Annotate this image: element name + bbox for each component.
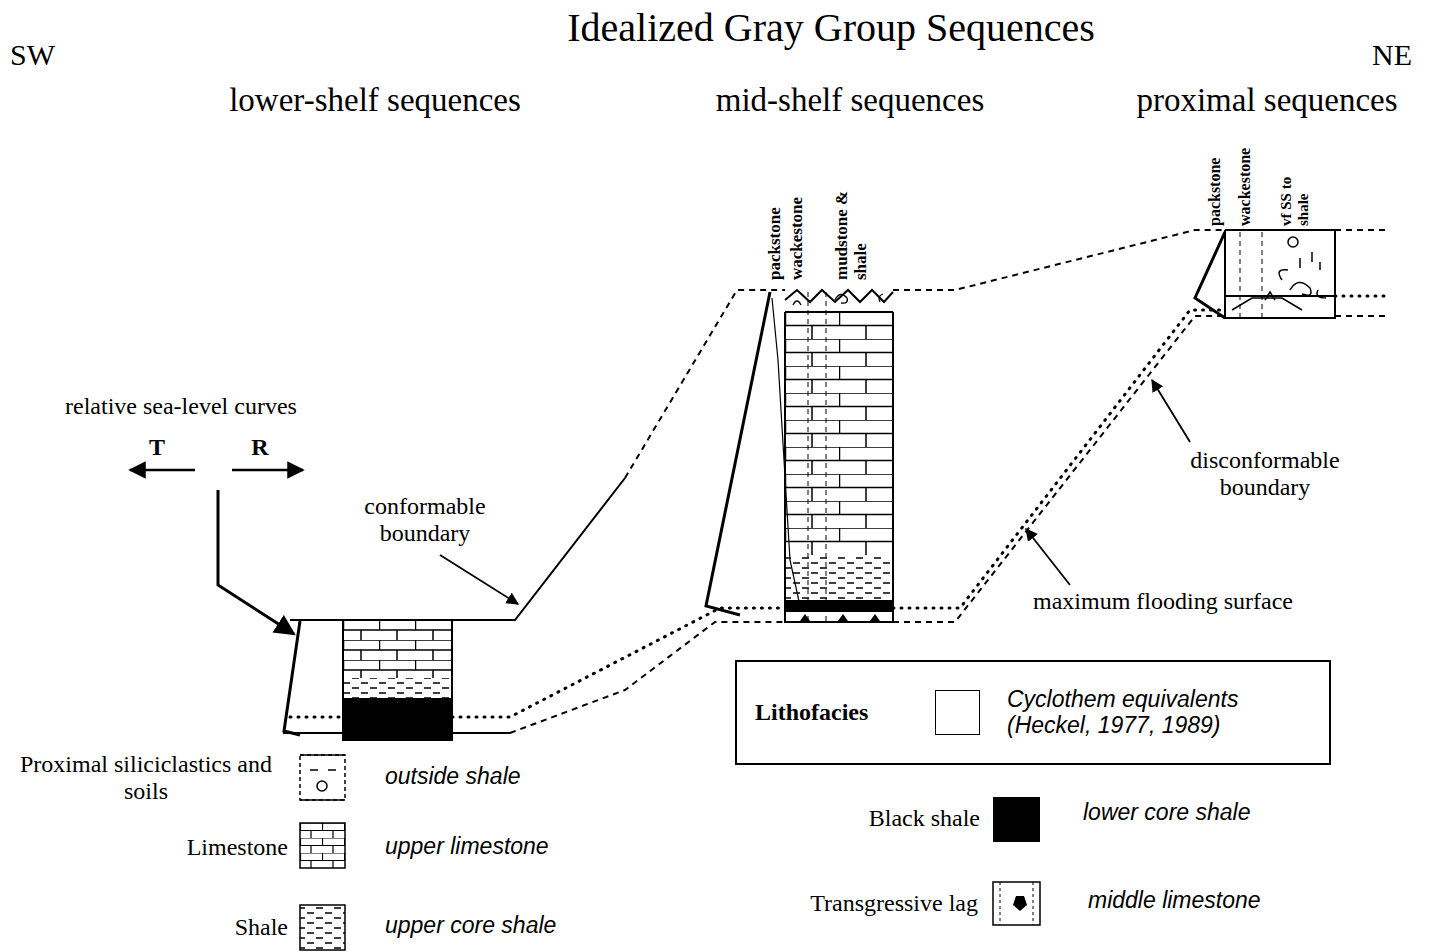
sea-level-curve <box>1195 232 1225 318</box>
regression-arrow <box>232 469 303 472</box>
shale-bed <box>785 555 893 600</box>
legend-text: Black shale <box>869 805 980 832</box>
section-heading: proximal sequences <box>1136 82 1397 119</box>
legend-swatches <box>300 755 1040 950</box>
direction-label: SW <box>10 38 55 72</box>
limestone-swatch <box>300 823 345 868</box>
callout-label: maximum flooding surface <box>1028 588 1298 615</box>
lag-swatch <box>993 882 1040 925</box>
facies-label: packstone <box>765 170 784 280</box>
callout-label: disconformable boundary <box>1165 447 1365 501</box>
facies-divider <box>1240 232 1262 318</box>
siliciclastic-symbols <box>1232 252 1326 310</box>
legend-heading: Lithofacies <box>755 699 868 726</box>
lower-shelf-column <box>343 620 452 740</box>
facies-label: wackestone <box>787 170 806 280</box>
legend-text: Proximal siliciclastics and soils <box>4 751 288 805</box>
swatch-detail <box>317 781 327 791</box>
legend-text: Transgressive lag <box>810 890 978 917</box>
shale-bed <box>343 678 452 698</box>
facies-label: vf SS to shale <box>1278 162 1312 226</box>
sequence-boundary <box>625 230 1390 478</box>
direction-label: NE <box>1372 38 1412 72</box>
column-outline <box>343 620 452 740</box>
lag-clasts <box>800 614 880 621</box>
curve-caption: relative sea-level curves <box>65 393 297 420</box>
leader-arrow <box>440 555 518 604</box>
facies-label: wackestone <box>1236 126 1254 226</box>
cyclothem-name: middle limestone <box>1088 888 1261 914</box>
column-outline <box>1225 230 1335 318</box>
legend-text: Shale <box>235 914 288 941</box>
cyclothem-name: upper limestone <box>385 834 549 860</box>
maximum-flooding-surface <box>290 296 1390 717</box>
limestone-bed <box>785 312 893 555</box>
legend-box: Lithofacies Cyclothem equivalents (Heckel… <box>735 660 1331 765</box>
title: Idealized Gray Group Sequences <box>567 6 1095 51</box>
leader-arrow <box>1026 529 1070 585</box>
fossil-symbol <box>793 294 883 305</box>
soil-nodule <box>1288 237 1298 247</box>
proximal-column <box>1225 230 1335 318</box>
column-outline <box>785 290 893 622</box>
swatch-detail <box>1013 896 1027 911</box>
swatch-detail <box>1000 882 1033 925</box>
siliciclastic-swatch <box>300 755 345 800</box>
facies-label: mudstone & shale <box>832 188 870 280</box>
sea-level-arrow <box>218 490 294 634</box>
facies-divider <box>808 292 826 622</box>
conformable-boundary <box>290 478 625 620</box>
callout-label: conformable boundary <box>335 493 515 547</box>
transgression-arrow <box>130 469 195 472</box>
section-heading: lower-shelf sequences <box>229 82 521 119</box>
cyclothem-name: lower core shale <box>1083 800 1250 826</box>
swatch-box <box>935 690 980 735</box>
axis-letter: R <box>251 434 268 461</box>
axis-letter: T <box>149 434 165 461</box>
facies-label: packstone <box>1206 126 1224 226</box>
leader-arrow <box>1152 380 1190 442</box>
mid-shelf-column <box>785 290 893 622</box>
legend-text: Limestone <box>187 834 288 861</box>
cyclothem-name: upper core shale <box>385 913 556 939</box>
sea-level-curve <box>706 292 770 615</box>
sequence-boundaries <box>283 230 1390 733</box>
section-heading: mid-shelf sequences <box>716 82 985 119</box>
black-shale-bed <box>343 698 452 740</box>
swatch-detail <box>300 755 345 800</box>
limestone-bed <box>343 620 452 678</box>
shale-swatch <box>300 905 345 950</box>
black-shale-bed <box>785 600 893 612</box>
legend-text: Cyclothem equivalents (Heckel, 1977, 198… <box>1007 687 1319 739</box>
legend-swatch <box>993 797 1040 842</box>
cyclothem-name: outside shale <box>385 764 521 790</box>
